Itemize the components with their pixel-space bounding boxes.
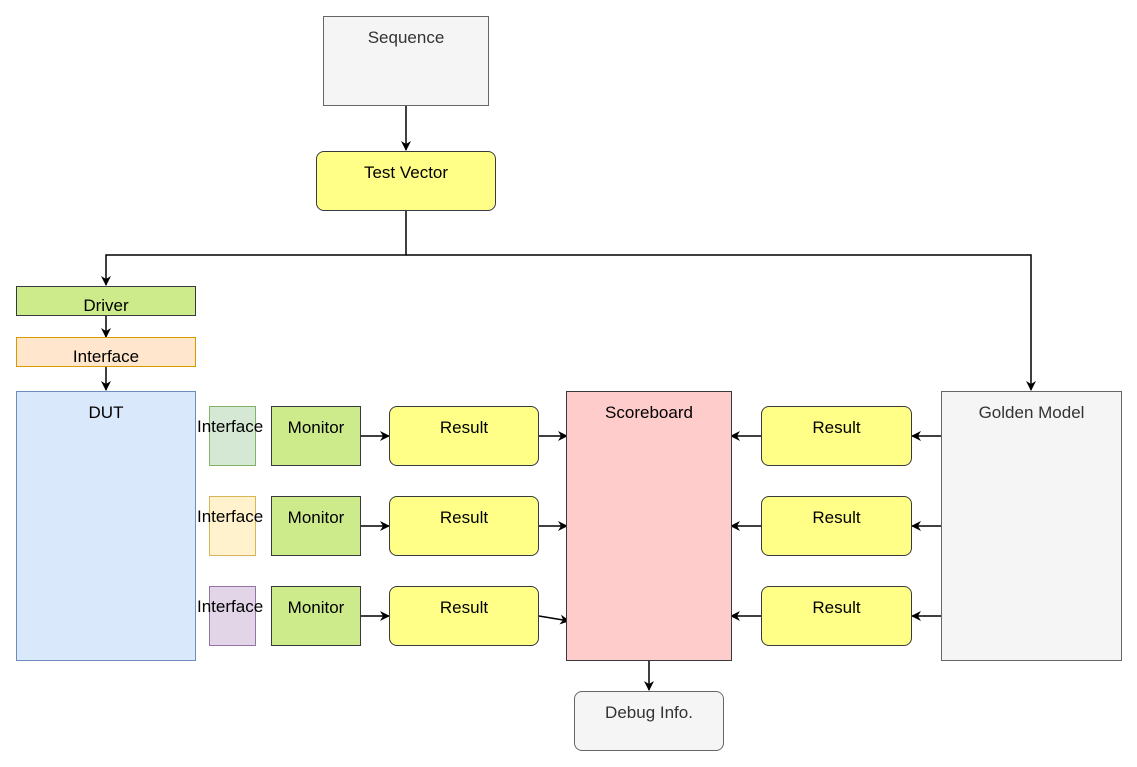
- driver-label: Driver: [83, 296, 129, 315]
- golden-model-label: Golden Model: [978, 403, 1085, 422]
- driver-box[interactable]: Driver: [16, 286, 196, 316]
- result-right-3-label: Result: [812, 598, 861, 617]
- result-left-1-box[interactable]: Result: [389, 406, 539, 466]
- scoreboard-label: Scoreboard: [605, 403, 693, 422]
- golden-model-box[interactable]: Golden Model: [941, 391, 1122, 661]
- result-left-2-label: Result: [439, 508, 489, 527]
- edge-result-left-3-to-scoreboard: [538, 614, 570, 625]
- monitor-1-box[interactable]: Monitor: [271, 406, 361, 466]
- monitor-3-label: Monitor: [287, 598, 345, 617]
- debug-info-label: Debug Info.: [605, 703, 693, 722]
- result-right-2-box[interactable]: Result: [761, 496, 912, 556]
- dut-box[interactable]: DUT: [16, 391, 196, 661]
- monitor-2-label: Monitor: [287, 508, 345, 527]
- result-left-3-label: Result: [439, 598, 489, 617]
- scoreboard-box[interactable]: Scoreboard: [566, 391, 732, 661]
- interface-3-label: Interface: [197, 597, 264, 616]
- result-right-3-box[interactable]: Result: [761, 586, 912, 646]
- sequence-label: Sequence: [367, 28, 445, 47]
- interface-2-label: Interface: [197, 507, 264, 526]
- interface-2-box[interactable]: [209, 496, 256, 556]
- dut-label: DUT: [88, 403, 124, 422]
- test-vector-box[interactable]: Test Vector: [316, 151, 496, 211]
- interface-top-label: Interface: [72, 347, 140, 366]
- edge-test-vector-to-driver: [101, 211, 407, 286]
- result-right-1-box[interactable]: Result: [761, 406, 912, 466]
- monitor-1-label: Monitor: [287, 418, 345, 437]
- result-right-2-label: Result: [812, 508, 861, 527]
- result-left-2-box[interactable]: Result: [389, 496, 539, 556]
- sequence-box[interactable]: Sequence: [323, 16, 489, 106]
- monitor-3-box[interactable]: Monitor: [271, 586, 361, 646]
- result-right-1-label: Result: [812, 418, 861, 437]
- result-left-1-label: Result: [439, 418, 489, 437]
- edge-test-vector-to-golden-model: [406, 254, 1036, 391]
- interface-top-box[interactable]: Interface: [16, 337, 196, 367]
- interface-1-box[interactable]: [209, 406, 256, 466]
- monitor-2-box[interactable]: Monitor: [271, 496, 361, 556]
- debug-info-box[interactable]: Debug Info.: [574, 691, 724, 751]
- test-vector-label: Test Vector: [363, 163, 449, 182]
- interface-1-label: Interface: [197, 417, 264, 436]
- interface-3-box[interactable]: [209, 586, 256, 646]
- result-left-3-box[interactable]: Result: [389, 586, 539, 646]
